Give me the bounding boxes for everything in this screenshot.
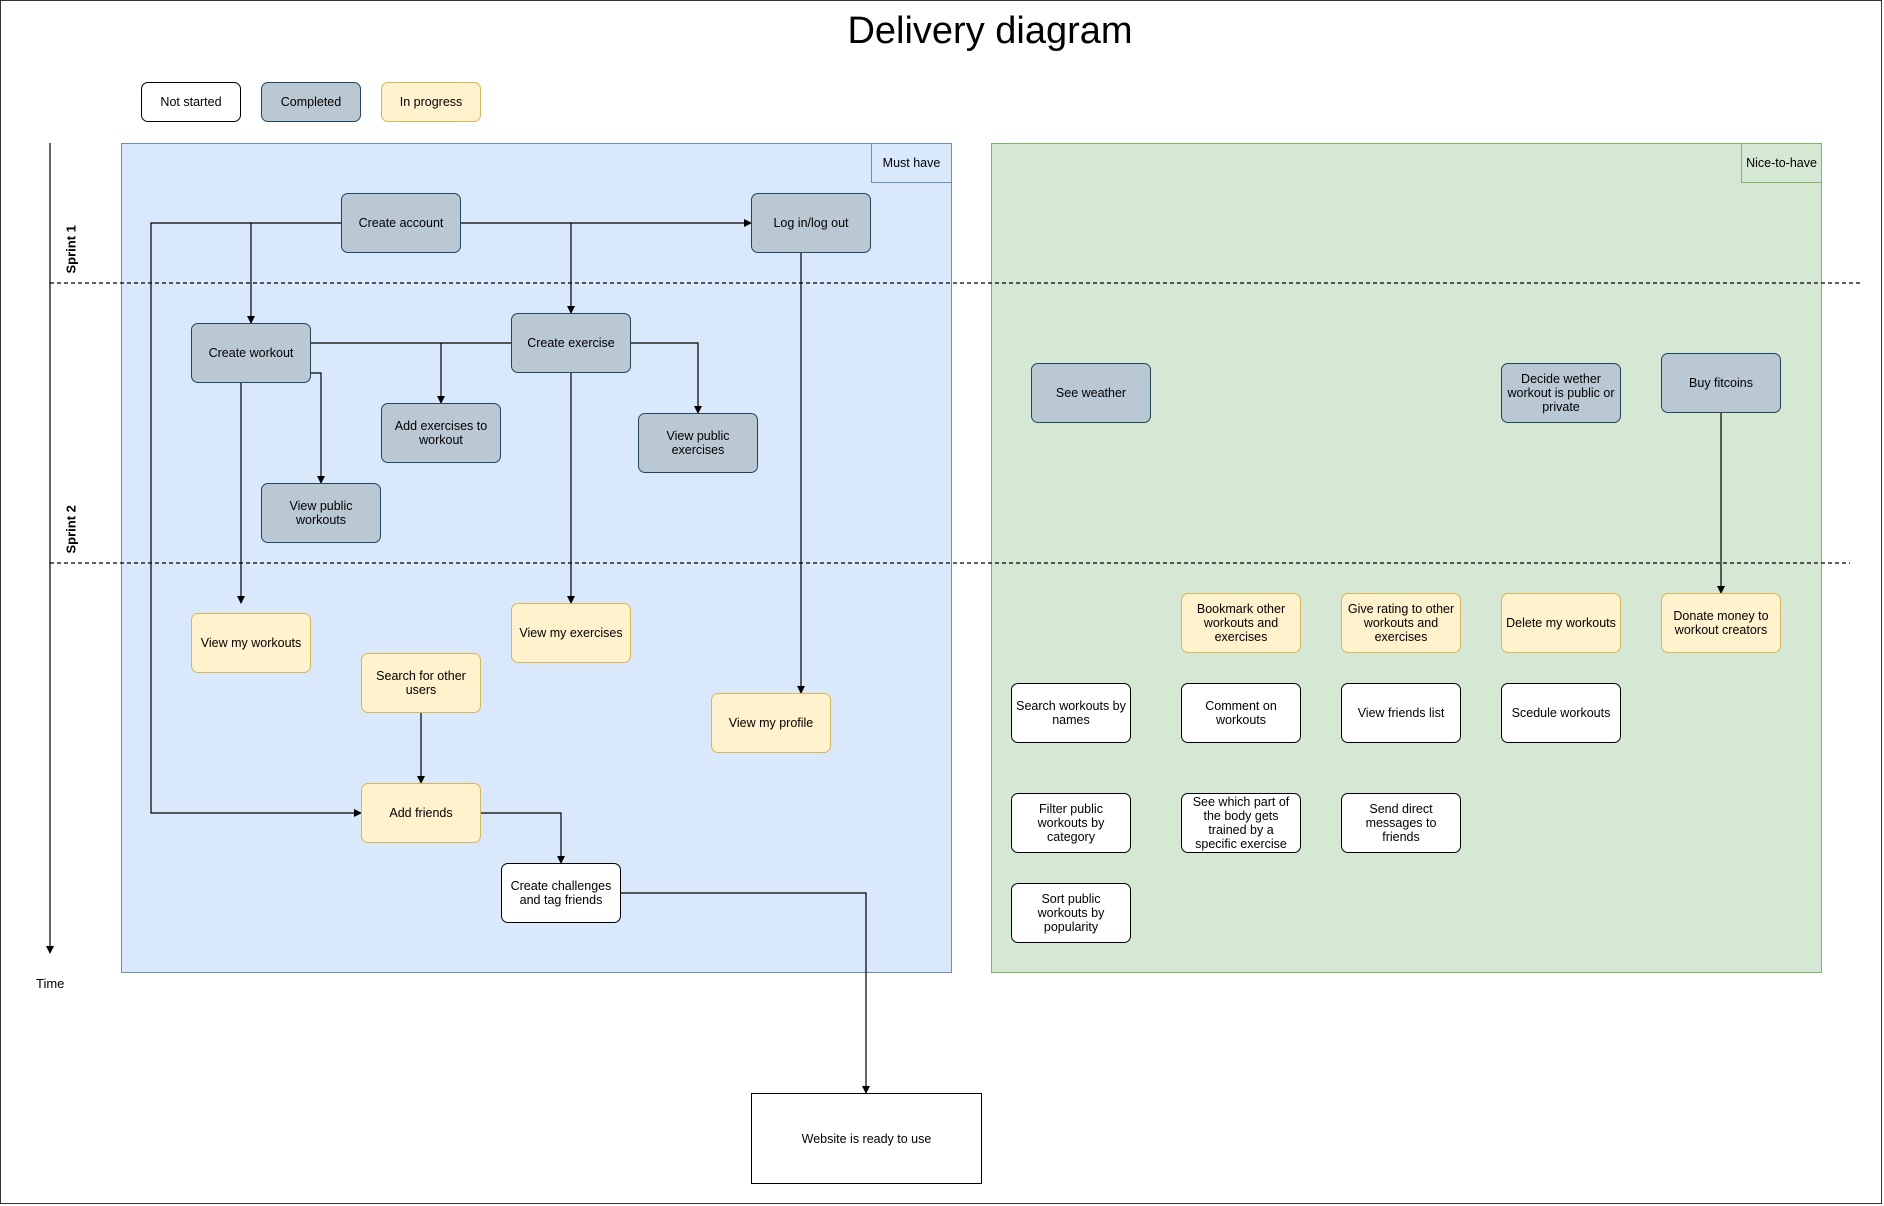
legend-completed: Completed — [261, 82, 361, 122]
node-create-account: Create account — [341, 193, 461, 253]
node-comment-on-workouts: Comment on workouts — [1181, 683, 1301, 743]
node-view-friends-list: View friends list — [1341, 683, 1461, 743]
nice-to-have-label: Nice-to-have — [1741, 143, 1822, 183]
edge-friends-challenges — [481, 812, 565, 864]
edge-account-friends — [150, 222, 362, 817]
node-filter-public-workouts: Filter public workouts by category — [1011, 793, 1131, 853]
node-see-weather: See weather — [1031, 363, 1151, 423]
node-create-exercise: Create exercise — [511, 313, 631, 373]
edge-public-workouts — [311, 372, 325, 484]
node-send-direct-messages: Send direct messages to friends — [1341, 793, 1461, 853]
node-add-friends: Add friends — [361, 783, 481, 843]
legend-not-started: Not started — [141, 82, 241, 122]
edge-account-workout — [247, 222, 341, 324]
node-view-public-workouts: View public workouts — [261, 483, 381, 543]
sprint1-label: Sprint 1 — [63, 225, 79, 274]
node-view-my-workouts: View my workouts — [191, 613, 311, 673]
node-see-body-part: See which part of the body gets trained … — [1181, 793, 1301, 853]
must-have-region — [121, 143, 952, 973]
node-add-exercises-to-workout: Add exercises to workout — [381, 403, 501, 463]
node-buy-fitcoins: Buy fitcoins — [1661, 353, 1781, 413]
node-create-workout: Create workout — [191, 323, 311, 383]
node-bookmark: Bookmark other workouts and exercises — [1181, 593, 1301, 653]
legend-in-progress: In progress — [381, 82, 481, 122]
edge-public-exercises — [631, 342, 702, 414]
node-login-logout: Log in/log out — [751, 193, 871, 253]
node-view-my-exercises: View my exercises — [511, 603, 631, 663]
node-give-rating: Give rating to other workouts and exerci… — [1341, 593, 1461, 653]
must-have-label: Must have — [871, 143, 952, 183]
diagram-title: Delivery diagram — [847, 10, 1133, 52]
node-view-my-profile: View my profile — [711, 693, 831, 753]
node-create-challenges: Create challenges and tag friends — [501, 863, 621, 923]
node-search-other-users: Search for other users — [361, 653, 481, 713]
node-search-workouts-by-names: Search workouts by names — [1011, 683, 1131, 743]
node-website-ready: Website is ready to use — [751, 1093, 982, 1184]
node-scedule-workouts: Scedule workouts — [1501, 683, 1621, 743]
node-donate-money: Donate money to workout creators — [1661, 593, 1781, 653]
node-decide-public-private: Decide wether workout is public or priva… — [1501, 363, 1621, 423]
sprint2-label: Sprint 2 — [63, 505, 79, 554]
node-sort-public-workouts: Sort public workouts by popularity — [1011, 883, 1131, 943]
node-delete-my-workouts: Delete my workouts — [1501, 593, 1621, 653]
edge-challenges-website — [621, 892, 870, 1094]
time-label: Time — [36, 976, 65, 991]
node-view-public-exercises: View public exercises — [638, 413, 758, 473]
